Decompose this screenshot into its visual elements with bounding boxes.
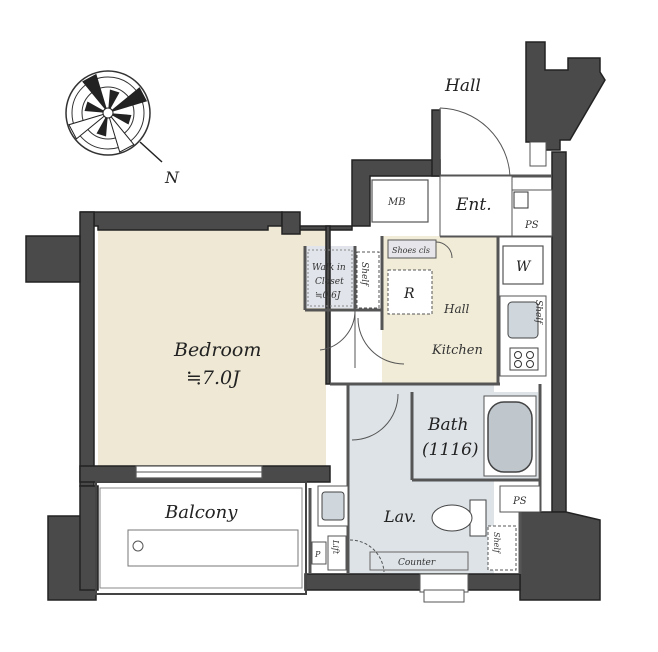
- compass-rose-icon: [65, 70, 163, 163]
- entrance-door-swing: [439, 107, 511, 177]
- outer-meter-box: [529, 141, 547, 167]
- kitchen-label: Kitchen: [431, 343, 483, 358]
- hall-outer-label: Hall: [444, 76, 481, 96]
- hall-inner-label: Hall: [443, 302, 469, 316]
- wall-right-tower: [525, 41, 606, 151]
- balcony-drain-icon: [132, 540, 144, 552]
- lav-shelf-label: Shelf: [492, 532, 501, 555]
- lav-shelf: [487, 525, 517, 571]
- p-label: P: [314, 550, 321, 559]
- toilet-icon: [431, 499, 487, 537]
- entrance-area: [439, 175, 513, 237]
- washer-space: [502, 245, 544, 285]
- lav-window: [419, 573, 469, 593]
- lav-door-swing: [351, 393, 399, 441]
- compass-north-label: N: [164, 168, 180, 187]
- wall-left-outer: [79, 211, 95, 487]
- kitchen-sink-icon: [507, 301, 539, 339]
- stove-icon: [509, 347, 539, 371]
- wall-lav-bottom: [304, 573, 521, 591]
- balcony-unit: [127, 529, 299, 567]
- balcony-label: Balcony: [164, 502, 238, 523]
- ps-top-label: PS: [524, 220, 539, 231]
- bath-size-label: (1116): [422, 440, 479, 460]
- wall-right-bottom: [519, 511, 601, 601]
- wall-top-left: [80, 211, 283, 231]
- p-box: [311, 541, 327, 565]
- bathtub-icon: [487, 401, 533, 473]
- balcony-floor: [97, 488, 305, 588]
- entrance-label: Ent.: [455, 195, 492, 215]
- shoes-closet-label: Shoes cls: [392, 246, 430, 255]
- bedroom-door-swing: [319, 309, 356, 351]
- walkin-label-3: ≒0.6J: [315, 291, 342, 301]
- bedroom-label: Bedroom: [173, 339, 261, 361]
- wall-left-jut-top: [25, 235, 81, 283]
- wall-entrance-left: [431, 109, 441, 177]
- lift-box: [327, 535, 347, 571]
- walkin-label-1: Walk in: [312, 263, 346, 273]
- lift-label: Lift: [331, 539, 340, 555]
- refrigerator-space: [387, 269, 433, 315]
- shoes-closet: [387, 239, 437, 259]
- meter-icon: [513, 191, 529, 209]
- bedroom-floor: [98, 226, 326, 466]
- bath-label: Bath: [427, 415, 468, 435]
- wall-right-outer: [551, 151, 567, 513]
- mb-label: MB: [387, 197, 406, 208]
- mb-box: [371, 179, 429, 223]
- wall-balcony-left: [79, 485, 99, 591]
- wic-shelf-label: Shelf: [359, 262, 369, 287]
- balcony-rail: [95, 481, 307, 595]
- bedroom-size-label: ≒7.0J: [186, 367, 241, 389]
- refrigerator-label: R: [403, 286, 415, 302]
- washer-label: W: [516, 259, 532, 275]
- wic-shelf: [356, 251, 380, 309]
- lav-label: Lav.: [383, 507, 416, 526]
- balcony-inner-rail: [99, 487, 303, 589]
- counter-label: Counter: [398, 558, 436, 568]
- kitchen-shelf-label: Shelf: [533, 300, 543, 325]
- ps-bottom-box: [499, 485, 541, 513]
- walkin-label-2: Closet: [315, 277, 344, 287]
- lav-sink-icon: [321, 491, 345, 521]
- counter: [369, 551, 469, 571]
- wic-door-swing: [357, 317, 405, 365]
- ps-bottom-label: PS: [512, 496, 527, 507]
